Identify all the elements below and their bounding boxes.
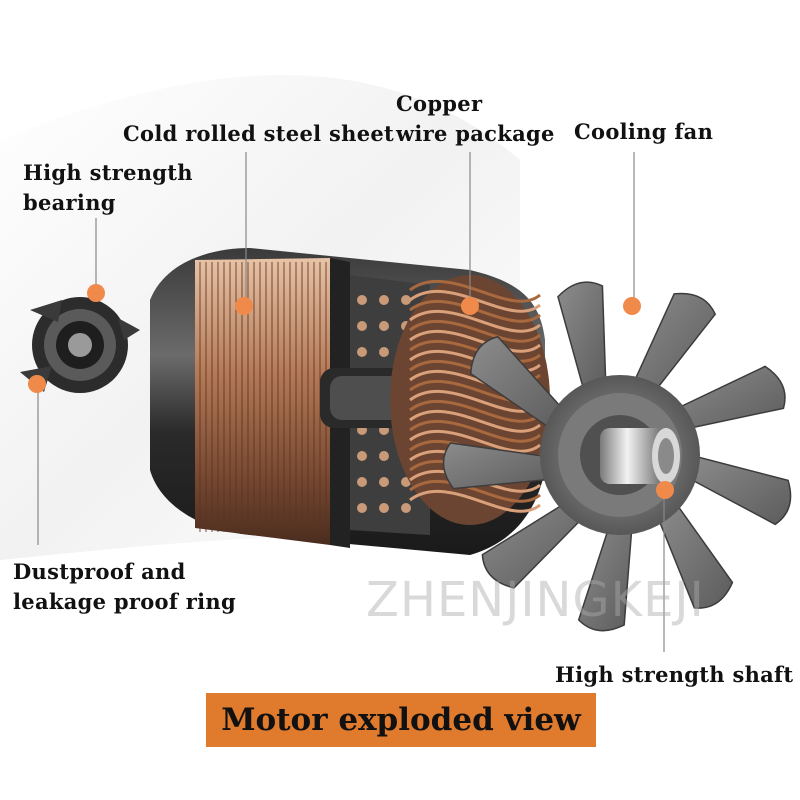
fan-blades [442,281,792,632]
shaft [600,428,680,484]
label-high-strength-bearing: High strength bearing [23,158,193,218]
label-copper-line2: wire package [396,121,555,146]
vent-hole [379,503,389,513]
label-bearing-line1: High strength [23,160,193,185]
marker-copper [461,297,479,315]
label-cold-rolled-steel: Cold rolled steel sheet [123,121,395,146]
vent-hole [357,451,367,461]
vent-hole [357,477,367,487]
vent-hole [357,503,367,513]
bearing-assembly [20,297,140,393]
winding-wire [409,319,541,343]
marker-bearing [87,284,105,302]
marker-ring [28,375,46,393]
page-title: Motor exploded view [221,702,581,738]
winding-wire [409,399,541,423]
leader-lines [37,152,665,652]
winding-wire [409,279,541,303]
title-banner: Motor exploded view [206,693,596,747]
fan-blade [631,292,717,395]
vent-hole [357,295,367,305]
lamination-lines [199,262,327,532]
label-dustproof-ring: Dustproof and leakage proof ring [13,557,236,617]
winding-wire [409,309,541,333]
vent-hole [379,451,389,461]
label-cooling-fan: Cooling fan [574,119,714,144]
fan-blade [655,498,734,609]
fan-blade [577,523,633,632]
fan-blade [469,335,567,433]
fan-blade [481,500,587,589]
vent-hole [379,347,389,357]
label-ring-line1: Dustproof and [13,559,186,584]
vent-hole [357,321,367,331]
label-copper-line1: Copper [396,91,483,116]
marker-fan [623,297,641,315]
label-ring-line2: leakage proof ring [13,589,236,614]
winding-wire [409,429,541,453]
winding-wire [409,299,541,323]
vent-hole [379,477,389,487]
watermark: ZHENJINGKEJI [366,572,705,628]
vent-hole [401,503,411,513]
winding-wire [409,409,541,433]
vent-hole [401,295,411,305]
fan-blade [557,281,607,396]
winding-wire [409,329,541,353]
label-high-strength-shaft: High strength shaft [555,662,794,687]
fan-blade [672,365,786,431]
vent-hole [379,295,389,305]
winding-wire [409,289,541,313]
fan-blade [442,442,556,490]
winding-wire [409,479,541,503]
winding-wire [409,419,541,443]
marker-steel [235,297,253,315]
vent-hole [357,347,367,357]
winding-wire [409,489,541,513]
label-copper-wire-package: Copper wire package [396,89,555,149]
callout-markers [28,284,674,499]
label-bearing-line2: bearing [23,190,116,215]
vent-hole [379,321,389,331]
fan-blade [685,454,792,526]
marker-shaft [656,481,674,499]
